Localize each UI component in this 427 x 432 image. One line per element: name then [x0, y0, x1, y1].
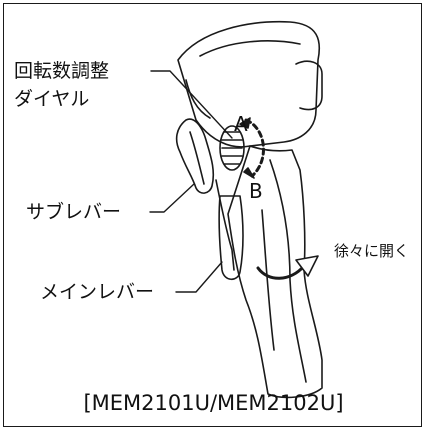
- leader-speed-dial: [150, 70, 233, 139]
- sub-lever: [175, 118, 215, 194]
- speed-dial-label-line1: 回転数調整: [14, 60, 110, 82]
- speed-dial-label-line2: ダイヤル: [14, 88, 90, 110]
- direction-a-label: A: [234, 112, 248, 136]
- dial-rotation-arrow: [244, 118, 265, 178]
- tool-head: [177, 20, 321, 148]
- figure-frame: [3, 3, 422, 427]
- main-lever: [218, 195, 244, 281]
- model-caption: [MEM2101U/MEM2102U]: [83, 391, 344, 415]
- main-lever-label: メインレバー: [40, 281, 155, 303]
- open-gradually-label: 徐々に開く: [334, 242, 410, 260]
- lever-open-arrow: [256, 264, 306, 280]
- speed-dial: [219, 125, 245, 171]
- leader-sub-lever: [149, 183, 195, 213]
- direction-b-label: B: [249, 179, 263, 203]
- sub-lever-label: サブレバー: [26, 201, 122, 223]
- leader-main-lever: [175, 261, 223, 293]
- tool-grip: [227, 145, 323, 399]
